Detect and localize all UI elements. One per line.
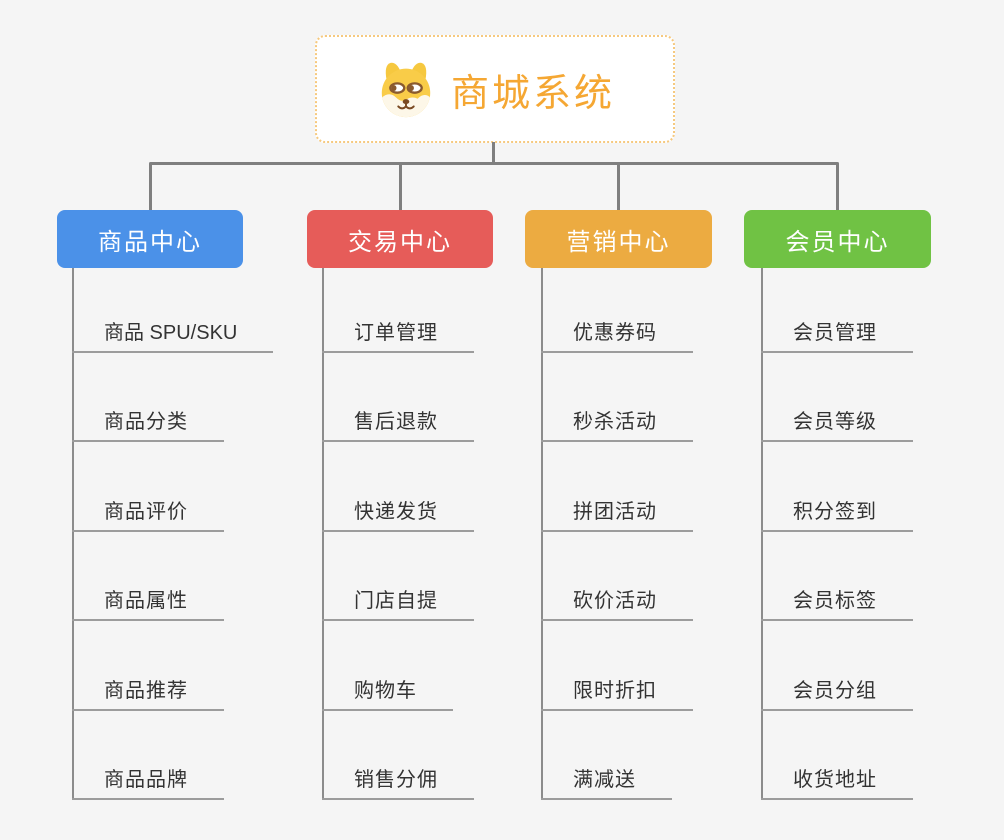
leaf-node[interactable]: 收货地址 bbox=[761, 754, 913, 800]
branch-node-product-center[interactable]: 商品中心 bbox=[57, 210, 243, 268]
branch-node-marketing-center[interactable]: 营销中心 bbox=[525, 210, 712, 268]
leaf-node[interactable]: 购物车 bbox=[322, 665, 453, 711]
leaf-node[interactable]: 限时折扣 bbox=[541, 665, 693, 711]
leaf-node[interactable]: 商品分类 bbox=[72, 396, 224, 442]
leaf-node[interactable]: 商品品牌 bbox=[72, 754, 224, 800]
root-title: 商城系统 bbox=[450, 72, 615, 115]
leaf-node[interactable]: 订单管理 bbox=[322, 307, 474, 353]
trunk-product-center bbox=[72, 268, 74, 799]
connector-root-stem bbox=[492, 142, 495, 163]
trunk-trade-center bbox=[322, 268, 324, 799]
leaf-node[interactable]: 会员标签 bbox=[761, 575, 913, 621]
leaf-node[interactable]: 砍价活动 bbox=[541, 575, 693, 621]
root-node[interactable]: 商城系统 bbox=[315, 35, 675, 143]
leaf-node[interactable]: 满减送 bbox=[541, 754, 672, 800]
leaf-node[interactable]: 商品推荐 bbox=[72, 665, 224, 711]
connector-drop-product bbox=[149, 164, 152, 210]
leaf-node[interactable]: 积分签到 bbox=[761, 486, 913, 532]
leaf-node[interactable]: 快递发货 bbox=[322, 486, 474, 532]
branch-node-trade-center[interactable]: 交易中心 bbox=[307, 210, 493, 268]
leaf-node[interactable]: 拼团活动 bbox=[541, 486, 693, 532]
connector-drop-trade bbox=[399, 164, 402, 210]
leaf-node[interactable]: 商品属性 bbox=[72, 575, 224, 621]
leaf-node[interactable]: 会员分组 bbox=[761, 665, 913, 711]
leaf-node[interactable]: 商品 SPU/SKU bbox=[72, 307, 273, 353]
connector-drop-member bbox=[836, 164, 839, 210]
leaf-node[interactable]: 售后退款 bbox=[322, 396, 474, 442]
trunk-marketing-center bbox=[541, 268, 543, 799]
connector-horizontal-bar bbox=[149, 162, 839, 165]
trunk-member-center bbox=[761, 268, 763, 799]
branch-node-member-center[interactable]: 会员中心 bbox=[744, 210, 931, 268]
leaf-node[interactable]: 商品评价 bbox=[72, 486, 224, 532]
leaf-node[interactable]: 秒杀活动 bbox=[541, 396, 693, 442]
leaf-node[interactable]: 门店自提 bbox=[322, 575, 474, 621]
leaf-node[interactable]: 会员管理 bbox=[761, 307, 913, 353]
leaf-node[interactable]: 销售分佣 bbox=[322, 754, 474, 800]
leaf-node[interactable]: 会员等级 bbox=[761, 396, 913, 442]
leaf-node[interactable]: 优惠券码 bbox=[541, 307, 693, 353]
dog-face-icon bbox=[381, 62, 431, 118]
connector-drop-marketing bbox=[617, 164, 620, 210]
